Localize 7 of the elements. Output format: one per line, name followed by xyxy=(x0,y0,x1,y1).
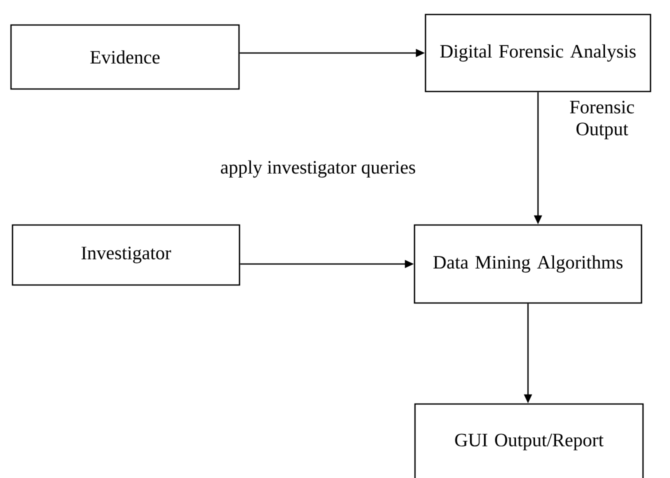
process-box: Digital Forensic Analysis xyxy=(424,14,652,92)
process-box: Data Mining Algorithms xyxy=(414,224,642,304)
process-box: Evidence xyxy=(10,24,240,90)
process-box: Investigator xyxy=(12,224,240,286)
edge-label: Forensic Output xyxy=(570,100,634,140)
process-box: GUI Output/Report xyxy=(414,403,644,478)
note-text: apply investigator queries xyxy=(220,160,416,178)
